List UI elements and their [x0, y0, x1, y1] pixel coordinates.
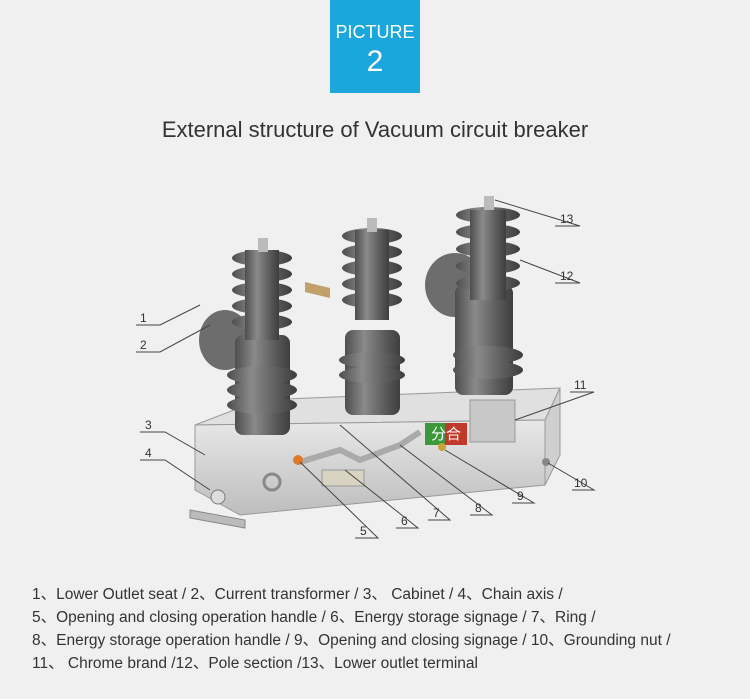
callout-4: 4: [145, 446, 152, 460]
callout-2: 2: [140, 338, 147, 352]
chain-axis: [210, 489, 226, 505]
energy-storage-signage: [321, 469, 365, 487]
callout-6: 6: [401, 514, 408, 528]
legend-line: 5、Opening and closing operation handle /…: [32, 609, 596, 626]
callout-12: 12: [560, 269, 574, 283]
callout-8: 8: [475, 501, 482, 515]
open-close-signage: 分合: [431, 426, 461, 443]
legend-line: 11、 Chrome brand /12、Pole section /13、Lo…: [32, 655, 478, 672]
badge-number: 2: [366, 45, 384, 78]
pole-middle: [305, 218, 405, 415]
pole-left: [199, 238, 297, 435]
callout-9: 9: [517, 489, 524, 503]
callout-11: 11: [574, 378, 587, 392]
callout-labels: 1 2 3 4 5 6 7 8 9 10 11 12 13: [140, 212, 588, 538]
chrome-brand: [469, 399, 516, 443]
grounding-nut: [542, 458, 550, 466]
breaker-diagram: 分合: [136, 196, 596, 539]
callout-5: 5: [360, 524, 367, 538]
ring: [262, 472, 282, 492]
opening-closing-handle: [438, 443, 446, 451]
callout-7: 7: [433, 506, 440, 520]
energy-storage-handle: [299, 429, 422, 465]
callout-3: 3: [145, 418, 152, 432]
cabinet: 分合: [189, 387, 561, 529]
legend-line: 8、Energy storage operation handle / 9、Op…: [32, 632, 671, 649]
picture-badge: PICTURE 2: [330, 0, 420, 93]
callout-1: 1: [140, 311, 147, 325]
callout-lines: [136, 199, 596, 539]
legend-line: 1、Lower Outlet seat / 2、Current transfor…: [32, 586, 563, 603]
badge-label: PICTURE: [335, 22, 415, 42]
callout-13: 13: [560, 212, 574, 226]
callout-10: 10: [574, 476, 588, 490]
legend: 1、Lower Outlet seat / 2、Current transfor…: [32, 583, 732, 675]
pole-right: [425, 196, 523, 395]
page-title: External structure of Vacuum circuit bre…: [161, 117, 589, 142]
